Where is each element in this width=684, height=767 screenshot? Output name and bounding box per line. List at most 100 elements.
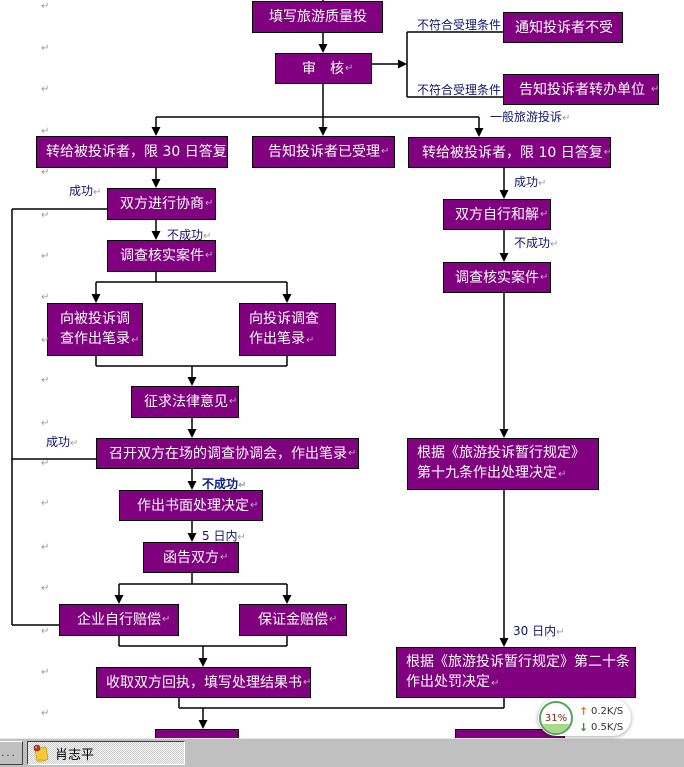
node-transfer-10-days: 转给被投诉者，限 10 日答复↵ xyxy=(408,137,611,168)
arrow-head xyxy=(499,253,509,262)
node-label: 作出书面处理决定 xyxy=(137,497,249,514)
usage-gauge-fill xyxy=(541,723,571,733)
download-arrow-icon: ↓ xyxy=(579,721,589,734)
paragraph-mark: ↵ xyxy=(203,231,212,242)
paragraph-mark: ↵ xyxy=(41,708,50,719)
node-investigate-left: 调查核实案件↵ xyxy=(107,240,216,272)
node-label-line: 第十九条作出处理决定 xyxy=(417,465,557,481)
arrow-head xyxy=(91,294,101,303)
node-label: 征求法律意见 xyxy=(144,394,228,410)
paragraph-mark: ↵ xyxy=(540,208,549,220)
node-notify-transfer-unit: 告知投诉者转办单位↵ xyxy=(503,74,659,105)
paragraph-mark: ↵ xyxy=(558,469,567,480)
node-label: 召开双方在场的调查协调会，作出笔录 xyxy=(109,445,347,462)
arrow-head xyxy=(474,128,484,137)
node-label: 收取双方回执，填写处理结果书 xyxy=(106,674,302,691)
edge-label-general-complaint: 一般旅游投诉↵ xyxy=(490,110,571,125)
node-label: 保证金赔偿 xyxy=(258,612,328,628)
node-collect-receipts: 收取双方回执，填写处理结果书↵ xyxy=(96,667,311,698)
paragraph-mark: ↵ xyxy=(41,210,50,221)
paragraph-mark: ↵ xyxy=(205,250,214,261)
edge-label-fail-negotiate: 不成功↵ xyxy=(167,228,212,243)
node-notify-accepted: 告知投诉者已受理↵ xyxy=(252,136,395,168)
node-notify-both: 函告双方↵ xyxy=(143,542,239,573)
node-label: 双方自行和解 xyxy=(455,206,539,223)
paragraph-mark: ↵ xyxy=(562,113,571,124)
taskbar-task-item[interactable]: 肖志平 xyxy=(27,741,185,765)
paragraph-mark: ↵ xyxy=(381,146,390,157)
node-label-line: 作出处罚决定 xyxy=(406,673,490,690)
paragraph-mark: ↵ xyxy=(93,187,102,198)
arrow-head xyxy=(318,127,328,136)
node-label: 调查核实案件 xyxy=(455,269,539,286)
node-review: 审 核↵ xyxy=(275,53,372,84)
node-label-line: 查作出笔录 xyxy=(60,330,130,347)
arrow-head xyxy=(198,658,208,667)
arrow-head xyxy=(499,429,509,438)
node-transfer-30-days: 转给被投诉者，限 30 日答复 xyxy=(36,136,228,168)
arrow-head xyxy=(398,59,407,69)
upload-rate-row: ↑ 0.2K/S xyxy=(579,705,623,718)
network-monitor-widget[interactable]: 31% ↑ 0.2K/S ↓ 0.5K/S xyxy=(538,699,631,736)
node-label: 调查核实案件 xyxy=(120,248,204,264)
paragraph-mark: ↵ xyxy=(41,375,50,386)
arrow-head xyxy=(198,720,208,729)
arrow-head xyxy=(114,595,124,604)
paragraph-mark: ↵ xyxy=(162,614,171,625)
paragraph-mark: ↵ xyxy=(41,626,50,637)
node-label: 企业自行赔偿 xyxy=(77,612,161,628)
arrow-head xyxy=(318,44,328,53)
node-decision-art19: 根据《旅游投诉暂行规定》 第十九条作出处理决定↵ xyxy=(407,438,599,490)
paragraph-mark: ↵ xyxy=(41,458,50,469)
node-self-settle: 双方自行和解↵ xyxy=(443,199,551,230)
paragraph-mark: ↵ xyxy=(250,499,259,511)
node-record-complainant: 向投诉调查 作出笔录↵ xyxy=(239,303,336,356)
node-fill-form: 填写旅游质量投 xyxy=(252,1,383,33)
paragraph-mark: ↵ xyxy=(329,614,338,625)
node-written-decision: 作出书面处理决定↵ xyxy=(119,490,263,521)
upload-rate: 0.2K/S xyxy=(591,706,624,717)
node-notify-not-accepted: 通知投诉者不受 xyxy=(503,12,623,43)
node-legal-opinion: 征求法律意见↵ xyxy=(131,386,239,418)
usage-gauge: 31% xyxy=(539,701,573,735)
paragraph-mark: ↵ xyxy=(556,627,565,638)
paragraph-mark: ↵ xyxy=(491,677,500,689)
arrow-head xyxy=(187,377,197,386)
paragraph-mark: ↵ xyxy=(205,198,214,209)
arrow-head xyxy=(187,533,197,542)
node-record-respondent: 向被投诉调 查作出笔录↵ xyxy=(47,303,143,356)
paragraph-mark: ↵ xyxy=(41,542,50,553)
edge-label-within-30-days: 30 日内↵ xyxy=(513,624,565,639)
arrow-head xyxy=(282,595,292,604)
sticky-note-icon xyxy=(33,744,49,762)
paragraph-mark: ↵ xyxy=(348,447,357,459)
arrow-head xyxy=(187,481,197,490)
paragraph-mark: ↵ xyxy=(41,292,50,303)
edge-label-not-eligible-top: 不符合受理条件 xyxy=(417,18,502,32)
paragraph-mark: ↵ xyxy=(229,396,238,407)
node-mediation-meeting: 召开双方在场的调查协调会，作出笔录↵ xyxy=(96,438,359,469)
node-label-line: 向投诉调查 xyxy=(249,310,319,327)
arrow-head xyxy=(151,127,161,136)
paragraph-mark: ↵ xyxy=(345,62,354,74)
paragraph-mark: ↵ xyxy=(41,335,50,346)
paragraph-mark: ↵ xyxy=(538,178,547,189)
paragraph-mark: ↵ xyxy=(41,84,50,95)
node-label: 双方进行协商 xyxy=(120,196,204,212)
node-deposit-compensation: 保证金赔偿↵ xyxy=(239,604,347,636)
node-label: 审 核 xyxy=(302,60,344,77)
arrow-head xyxy=(151,231,161,240)
edge-label-not-eligible-bottom: 不符合受理条件 xyxy=(417,83,502,97)
edge-label-fail-meeting: 不成功↵ xyxy=(202,477,247,492)
download-rate: 0.5K/S xyxy=(591,722,624,733)
node-label-line: 根据《旅游投诉暂行规定》第二十条 xyxy=(406,653,630,670)
edge-label-fail-settle: 不成功↵ xyxy=(514,236,559,251)
taskbar-overflow-button[interactable]: ... xyxy=(0,741,23,765)
paragraph-mark: ↵ xyxy=(41,667,50,678)
arrow-head xyxy=(187,429,197,438)
node-label: 告知投诉者已受理 xyxy=(268,144,380,160)
paragraph-mark: ↵ xyxy=(238,480,247,491)
paragraph-mark: ↵ xyxy=(131,334,140,346)
taskbar: ... 肖志平 xyxy=(0,738,684,767)
